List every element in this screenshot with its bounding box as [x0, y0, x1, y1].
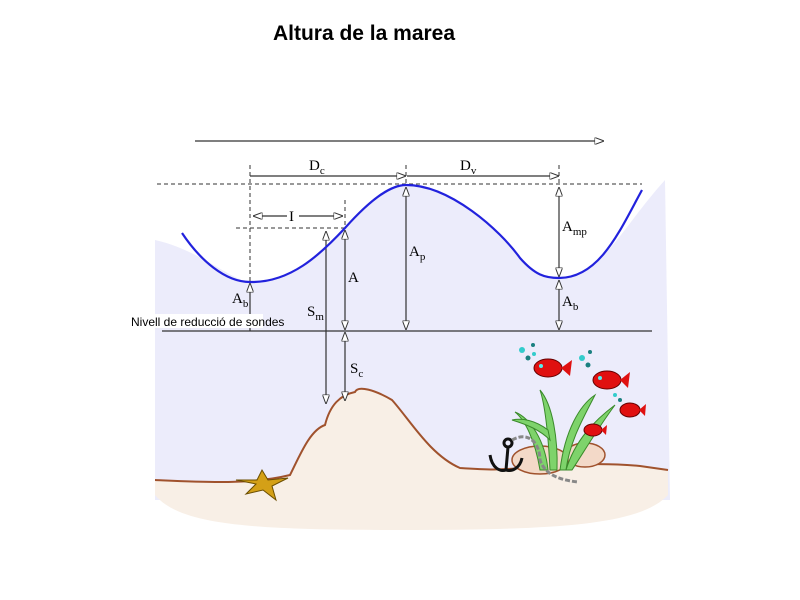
label-amp: Amp — [562, 219, 587, 238]
label-sm: Sm — [307, 304, 324, 323]
bubbles — [519, 343, 622, 402]
anchor-icon — [488, 437, 524, 472]
label-sc: Sc — [350, 361, 363, 380]
label-ab-right: Ab — [562, 294, 579, 313]
chain — [511, 435, 579, 484]
label-a: A — [348, 270, 359, 286]
label-ab-left: Ab — [232, 291, 249, 310]
fish-icon — [583, 423, 607, 437]
diagram-title: Altura de la marea — [272, 22, 456, 45]
fish-group — [519, 343, 646, 437]
reference-line-label: Nivell de reducció de sondes — [131, 315, 284, 329]
seabed-sand — [155, 388, 668, 530]
fish-icon — [592, 370, 630, 390]
label-dc: Dc — [309, 158, 325, 177]
starfish-icon — [235, 468, 289, 502]
label-dv: Dv — [460, 158, 477, 177]
fish-icon — [533, 358, 572, 378]
label-i: I — [289, 209, 294, 225]
tide-curve — [181, 183, 643, 284]
fish-icon — [619, 402, 646, 418]
water-body — [155, 180, 670, 500]
label-ap: Ap — [409, 244, 426, 263]
